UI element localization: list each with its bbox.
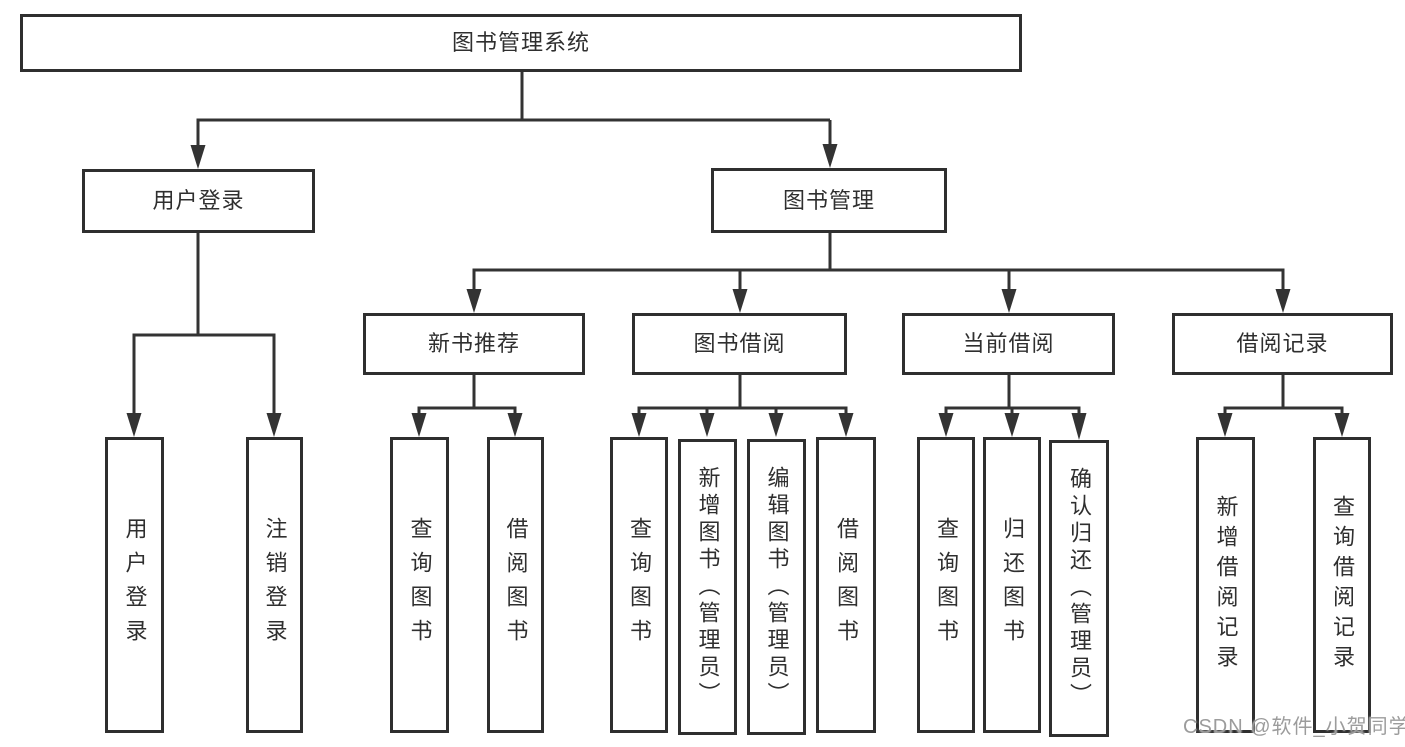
- leaf-br-add-record: 新增借阅记录: [1196, 437, 1255, 733]
- arrowhead: [466, 289, 482, 313]
- leaf-bb-borrow-book: 借阅图书: [816, 437, 876, 733]
- leaf-cb-confirm-return-admin: 确认归还（管理员）: [1049, 440, 1109, 737]
- arrowhead: [1001, 289, 1017, 313]
- connector-root-to-level2: [196, 72, 832, 146]
- leaf-label: 查询图书: [407, 517, 433, 653]
- arrowhead: [838, 413, 854, 437]
- csdn-watermark: CSDN @软件_小贺同学: [1183, 716, 1405, 738]
- connector-currentborrow-to-leaves: [944, 375, 1081, 415]
- node-root: 图书管理系统: [20, 14, 1022, 72]
- connector-bookborrow-to-leaves: [637, 375, 848, 415]
- leaf-nbr-query-book: 查询图书: [390, 437, 449, 733]
- leaf-label: 确认归还（管理员）: [1067, 467, 1092, 710]
- arrowhead: [411, 413, 427, 437]
- node-book-mgmt-branch: 图书管理: [711, 168, 947, 233]
- leaf-label: 新增图书（管理员）: [695, 465, 721, 709]
- leaf-user-login: 用户登录: [105, 437, 164, 733]
- connector-bookmgmt-to-level3: [472, 233, 1285, 290]
- arrowhead: [1334, 413, 1350, 437]
- arrowhead: [938, 413, 954, 437]
- node-user-login-branch: 用户登录: [82, 169, 315, 233]
- node-book-borrow: 图书借阅: [632, 313, 847, 375]
- arrowhead: [126, 413, 142, 437]
- arrowhead: [1004, 413, 1020, 437]
- arrowhead: [1217, 413, 1233, 437]
- arrowhead: [266, 413, 282, 437]
- leaf-logout: 注销登录: [246, 437, 303, 733]
- leaf-nbr-borrow-book: 借阅图书: [487, 437, 544, 733]
- arrowhead: [507, 413, 523, 437]
- connector-newbookrec-to-leaves: [417, 375, 517, 415]
- arrowhead: [699, 413, 715, 437]
- leaf-label: 用户登录: [122, 517, 148, 653]
- leaf-label: 借阅图书: [834, 517, 859, 653]
- arrowhead: [1071, 413, 1087, 440]
- arrowhead: [631, 413, 647, 437]
- leaf-label: 注销登录: [262, 517, 288, 653]
- leaf-label: 查询图书: [934, 517, 959, 653]
- node-new-book-rec: 新书推荐: [363, 313, 585, 375]
- node-current-borrow: 当前借阅: [902, 313, 1115, 375]
- leaf-bb-edit-book-admin: 编辑图书（管理员）: [747, 439, 806, 735]
- leaf-label: 借阅图书: [503, 517, 529, 653]
- leaf-label: 归还图书: [1000, 517, 1025, 653]
- leaf-label: 查询借阅记录: [1330, 495, 1355, 675]
- arrowhead: [732, 289, 748, 313]
- leaf-label: 新增借阅记录: [1213, 495, 1239, 675]
- leaf-cb-query-book: 查询图书: [917, 437, 975, 733]
- leaf-label: 查询图书: [627, 517, 652, 653]
- arrowhead: [768, 413, 784, 437]
- connector-borrowrecord-to-leaves: [1223, 375, 1344, 415]
- leaf-cb-return-book: 归还图书: [983, 437, 1041, 733]
- connector-userlogin-to-leaves: [132, 233, 276, 414]
- arrowhead: [822, 144, 838, 168]
- leaf-bb-add-book-admin: 新增图书（管理员）: [678, 439, 737, 735]
- node-borrow-record: 借阅记录: [1172, 313, 1393, 375]
- leaf-bb-query-book: 查询图书: [610, 437, 668, 733]
- leaf-label: 编辑图书（管理员）: [764, 465, 790, 709]
- arrowhead: [190, 145, 206, 169]
- arrowhead: [1275, 289, 1291, 313]
- leaf-br-query-record: 查询借阅记录: [1313, 437, 1371, 733]
